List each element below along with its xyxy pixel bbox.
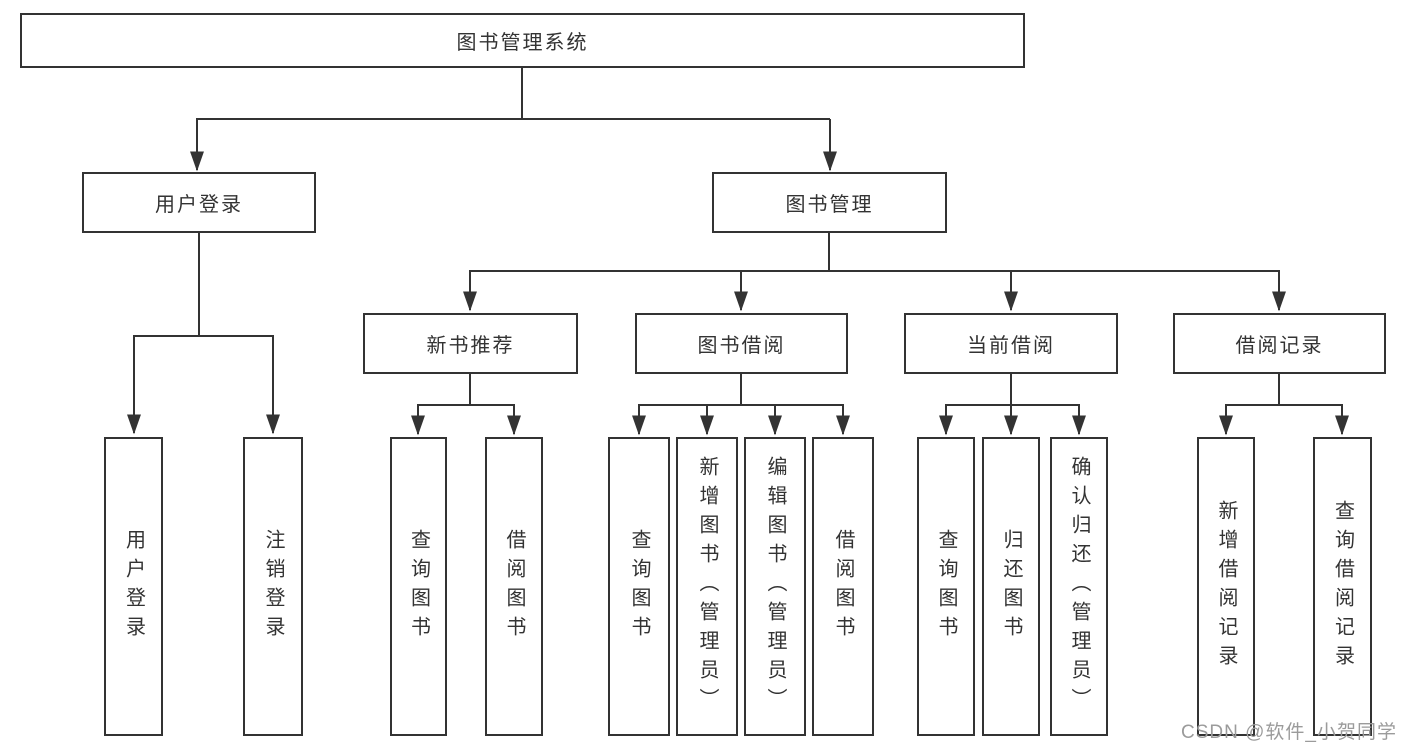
leaf-borrow-add-books-admin: 新增图书（管理员）: [676, 437, 738, 736]
leaf-current-confirm-return-admin: 确认归还（管理员）: [1050, 437, 1108, 736]
leaf-records-add-record: 新增借阅记录: [1197, 437, 1255, 736]
root-node-library-system: 图书管理系统: [20, 13, 1025, 68]
group-current-borrow: 当前借阅: [904, 313, 1118, 374]
branch-user-login: 用户登录: [82, 172, 316, 233]
leaf-records-query-record: 查询借阅记录: [1313, 437, 1372, 736]
leaf-current-query-books: 查询图书: [917, 437, 975, 736]
watermark: CSDN @软件_小贺同学: [1181, 722, 1397, 743]
group-borrow-records: 借阅记录: [1173, 313, 1386, 374]
leaf-borrow-borrow-books: 借阅图书: [812, 437, 874, 736]
leaf-newbook-query-books: 查询图书: [390, 437, 447, 736]
group-book-borrow: 图书借阅: [635, 313, 848, 374]
group-new-book-recommend: 新书推荐: [363, 313, 578, 374]
leaf-user-login: 用户登录: [104, 437, 163, 736]
leaf-newbook-borrow-books: 借阅图书: [485, 437, 543, 736]
leaf-borrow-query-books: 查询图书: [608, 437, 670, 736]
branch-book-management: 图书管理: [712, 172, 947, 233]
leaf-logout: 注销登录: [243, 437, 303, 736]
leaf-current-return-books: 归还图书: [982, 437, 1040, 736]
leaf-borrow-edit-books-admin: 编辑图书（管理员）: [744, 437, 806, 736]
